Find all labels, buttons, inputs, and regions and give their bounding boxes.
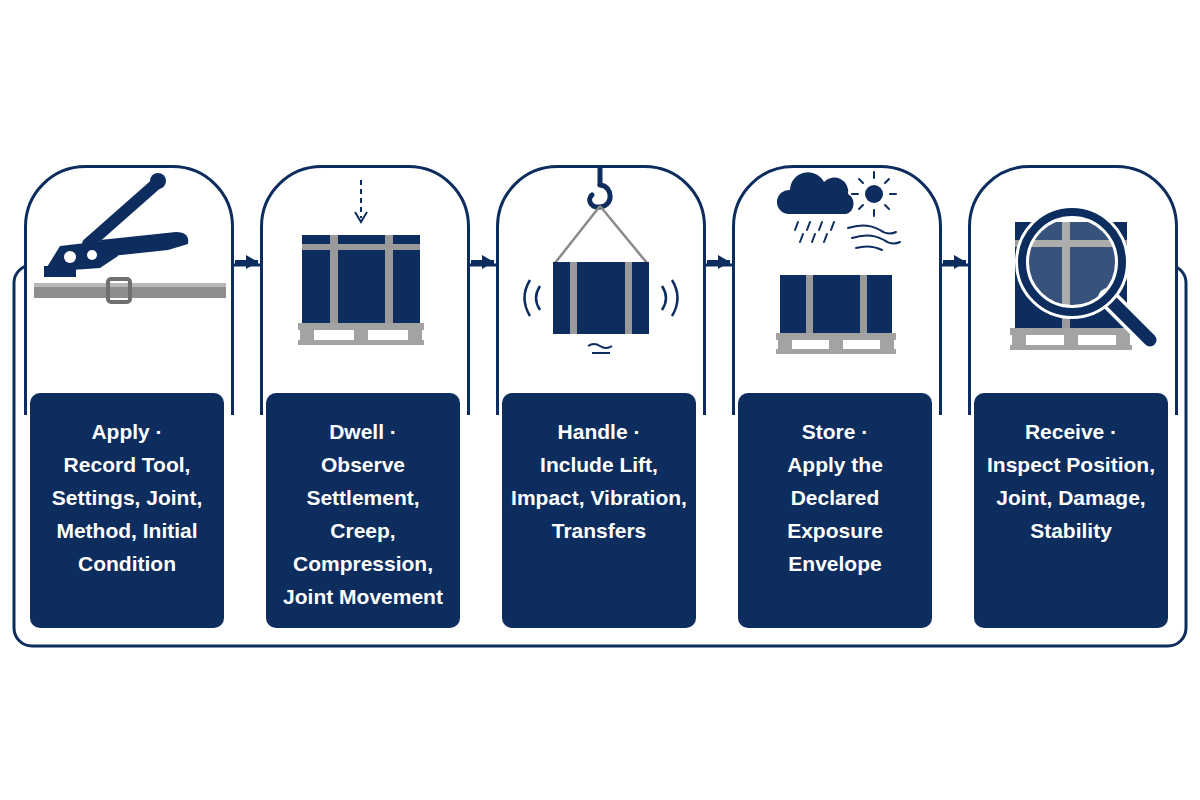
arch-outline-path [26, 167, 233, 416]
stage-body: Inspect Position, Joint, Damage, Stabili… [982, 448, 1160, 547]
arch-outline [24, 165, 234, 415]
text-panel: Handle ·Include Lift, Impact, Vibration,… [502, 393, 696, 628]
flow-arrow [235, 260, 258, 264]
stage-heading: Receive · [982, 415, 1160, 448]
stage-node: Handle ·Include Lift, Impact, Vibration,… [496, 165, 706, 630]
arch-outline [968, 165, 1178, 415]
stage-node: Store ·Apply the Declared Exposure Envel… [732, 165, 942, 630]
stage-body: Include Lift, Impact, Vibration, Transfe… [510, 448, 688, 547]
stage-heading: Apply · [38, 415, 216, 448]
arch-outline-path [970, 167, 1177, 416]
stage-body: Record Tool, Settings, Joint, Method, In… [38, 448, 216, 580]
stage-heading: Handle · [510, 415, 688, 448]
stage-node: Dwell ·Observe Settlement, Creep, Compre… [260, 165, 470, 630]
arch-outline [496, 165, 706, 415]
text-panel: Receive ·Inspect Position, Joint, Damage… [974, 393, 1168, 628]
text-panel: Apply ·Record Tool, Settings, Joint, Met… [30, 393, 224, 628]
stage-body: Observe Settlement, Creep, Compression, … [274, 448, 452, 613]
text-panel: Dwell ·Observe Settlement, Creep, Compre… [266, 393, 460, 628]
text-panel: Store ·Apply the Declared Exposure Envel… [738, 393, 932, 628]
flow-arrow [943, 260, 966, 264]
stage-heading: Dwell · [274, 415, 452, 448]
stage-heading: Store · [746, 415, 924, 448]
arch-outline [260, 165, 470, 415]
arch-outline-path [262, 167, 469, 416]
stage-node: Receive ·Inspect Position, Joint, Damage… [968, 165, 1178, 630]
stage-node: Apply ·Record Tool, Settings, Joint, Met… [24, 165, 234, 630]
flow-arrow [471, 260, 494, 264]
arch-outline-path [498, 167, 705, 416]
arch-outline-path [734, 167, 941, 416]
arch-outline [732, 165, 942, 415]
stage-body: Apply the Declared Exposure Envelope [746, 448, 924, 580]
flow-arrow [707, 260, 730, 264]
